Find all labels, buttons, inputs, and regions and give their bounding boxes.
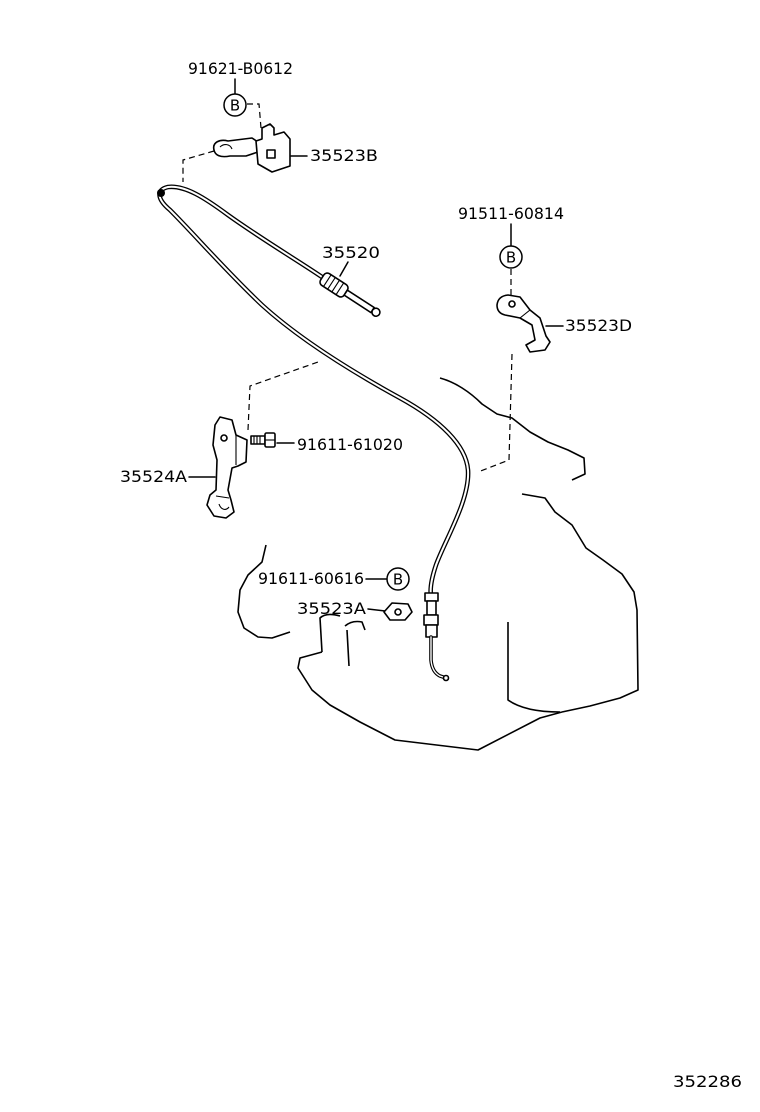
bracket-35524A-fold: [215, 435, 237, 510]
label-35523B: 35523B: [310, 146, 378, 165]
label-91611-60616: 91611-60616: [258, 569, 364, 588]
callout-b-right: B: [506, 249, 516, 267]
outline-inner-cylinder: [319, 613, 366, 667]
callout-b-top-circle: [223, 93, 247, 117]
callout-b-top: B: [230, 97, 240, 115]
outline-left: [237, 544, 291, 639]
label-35523D: 35523D: [565, 316, 632, 335]
bolt-91611-61020: 91611-61020: [250, 432, 403, 454]
transmission-outline: [237, 377, 639, 751]
label-91511-60814: 91511-60814: [458, 204, 564, 223]
bracket-35523B-clip-curl: [219, 144, 233, 150]
bracket-35523D: 35523D: [477, 294, 632, 473]
fitting-nut-lower: [423, 614, 439, 626]
adjuster-rod: [343, 289, 376, 314]
dash-bracket-d-to-transmission: [477, 353, 513, 473]
dash-bolt-to-bracket-b: [247, 103, 262, 129]
fitting-collar: [425, 624, 438, 638]
fitting-inner-wire-outer: [429, 635, 448, 680]
callout-b-bottom-circle: [386, 567, 410, 591]
bracket-35523A: 35523A: [297, 599, 413, 621]
bracket-35523D-fold: [519, 309, 531, 319]
bracket-35523B-plate: [255, 123, 291, 173]
bracket-35524A-hole: [220, 434, 228, 442]
cable-35520-lower-fitting: [423, 592, 450, 682]
bracket-35523D-hole: [508, 300, 516, 308]
cable-35520-loop-end: [157, 189, 165, 197]
fitting-sleeve: [426, 600, 437, 616]
cable-35520-adjuster: [319, 272, 381, 318]
bolt-91611-61020-shank: [250, 435, 266, 445]
bracket-35523A-hole: [394, 608, 402, 616]
leader-35523A: [367, 608, 386, 612]
bolt-91511-group: 91511-60814 B: [458, 204, 564, 296]
cable-35520-inner: [158, 185, 470, 597]
dash-bracket-35524A-to-cable: [247, 361, 319, 431]
bracket-35523B: 35523B: [182, 123, 378, 182]
bolt-91611-60616-group: 91611-60616 B: [258, 567, 410, 591]
bolt-91621-group: 91621-B0612 B: [188, 59, 293, 129]
label-35520: 35520: [322, 243, 380, 262]
label-35524A: 35524A: [120, 467, 187, 486]
adjuster-threads: [323, 274, 345, 295]
callout-b-right-circle: [499, 245, 523, 269]
bracket-35523D-body: [496, 294, 551, 353]
bracket-35523B-hole: [266, 149, 276, 159]
bracket-35524A: 35524A: [120, 361, 319, 519]
adjuster-eyelet: [371, 307, 381, 318]
label-91621-B0612: 91621-B0612: [188, 59, 293, 78]
bolt-91611-61020-threads: [253, 436, 261, 444]
outline-right: [521, 493, 639, 713]
illustration-number: 352286: [673, 1072, 742, 1091]
outline-inner-right: [507, 622, 561, 713]
outline-bottom: [297, 651, 563, 751]
outline-upper-right: [439, 377, 586, 481]
cable-35520: 35520: [157, 184, 471, 682]
label-35523A: 35523A: [297, 599, 366, 618]
fitting-wire-end: [442, 674, 450, 682]
fitting-nut-upper: [424, 592, 439, 602]
bracket-35524A-body: [206, 416, 248, 519]
dash-bracket-b-to-cable: [182, 150, 215, 182]
fitting-inner-wire-inner: [430, 636, 447, 679]
label-91611-61020: 91611-61020: [297, 435, 403, 454]
leader-35520: [339, 261, 349, 277]
callout-b-bottom: B: [393, 571, 403, 589]
